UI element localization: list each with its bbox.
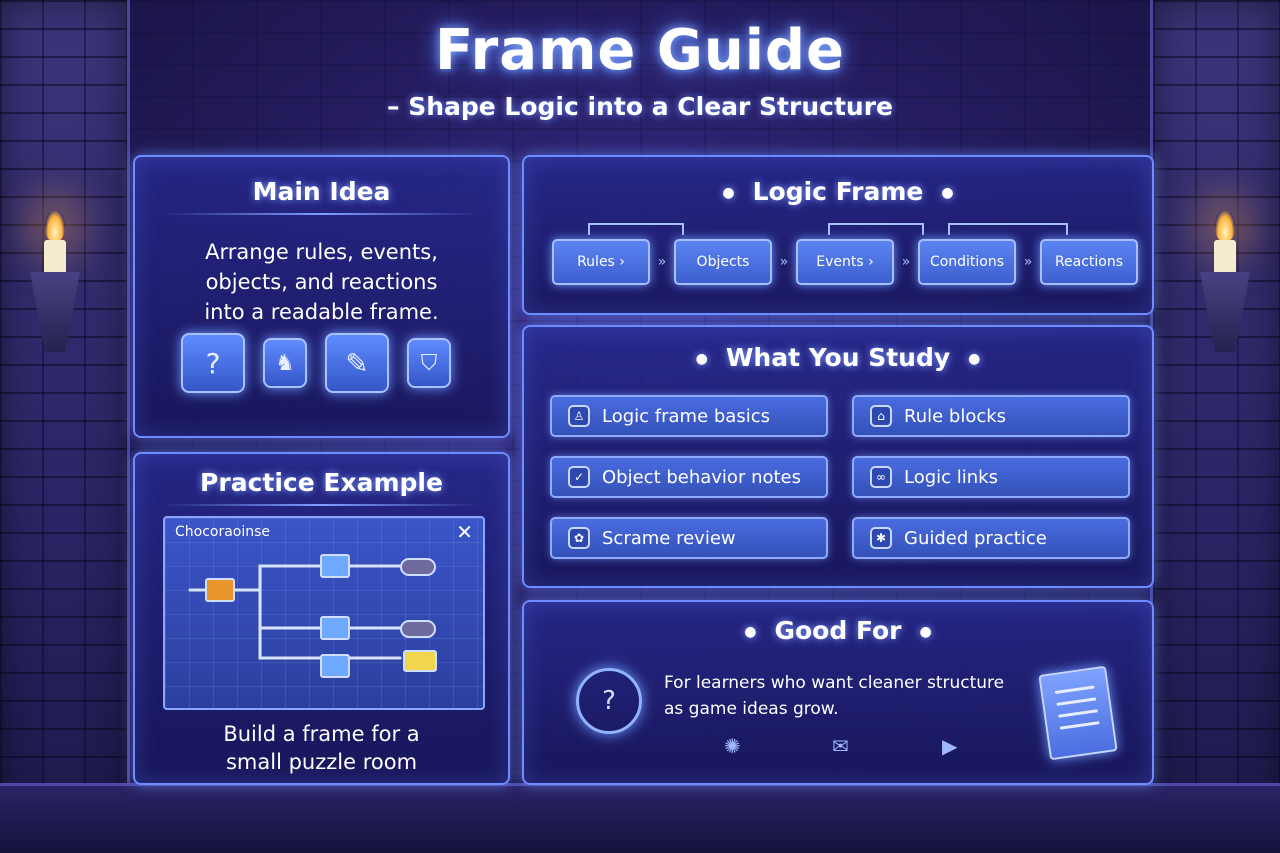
flag-icon: ▶: [942, 734, 958, 758]
gear-icon: ✿: [568, 527, 590, 549]
logic-node[interactable]: [320, 554, 350, 578]
study-item-label: Logic links: [904, 466, 998, 488]
study-item-label: Guided practice: [904, 527, 1047, 549]
main-idea-line: objects, and reactions: [205, 270, 438, 294]
what-you-study-panel: ● What You Study ● ♙ Logic frame basics ⌂ …: [522, 325, 1154, 588]
good-for-title: ● Good For ●: [524, 616, 1152, 645]
practice-title: Practice Example: [200, 468, 443, 497]
study-item-logic-links[interactable]: ∞ Logic links: [852, 456, 1130, 498]
main-idea-line: into a readable frame.: [204, 300, 439, 324]
right-candle-torch-icon: [1200, 210, 1250, 360]
bullet-dot: ●: [744, 624, 757, 640]
bullet-dot: ●: [941, 185, 954, 201]
bug-icon: ✱: [870, 527, 892, 549]
good-for-line: For learners who want cleaner structure: [664, 673, 1005, 693]
output-node[interactable]: [400, 558, 436, 576]
study-title: ● What You Study ●: [524, 343, 1152, 372]
lightbulb-icon: ✺: [724, 734, 741, 758]
logic-node[interactable]: [320, 654, 350, 678]
chip-events[interactable]: Events ›: [796, 239, 894, 285]
knight-icon[interactable]: ♞: [263, 338, 307, 388]
scroll-quill-icon[interactable]: ✎: [325, 333, 389, 393]
logic-chain: Rules › » Objects » Events › » Condition…: [552, 239, 1138, 285]
shield-crest-icon[interactable]: ⛉: [407, 338, 451, 388]
main-idea-icon-row: ? ♞ ✎ ⛉: [181, 333, 451, 393]
chain-link-icon: »: [901, 254, 911, 270]
good-for-text: For learners who want cleaner structure …: [664, 670, 1044, 722]
main-idea-panel: Main Idea Arrange rules, events, objects…: [133, 155, 510, 438]
study-item-label: Object behavior notes: [602, 466, 802, 488]
chain-link-icon: »: [1023, 254, 1033, 270]
node-connections: [188, 564, 402, 660]
study-item-object-behavior-notes[interactable]: ✓ Object behavior notes: [550, 456, 828, 498]
divider: [163, 504, 480, 506]
main-idea-line: Arrange rules, events,: [205, 240, 438, 264]
chain-link-icon: »: [779, 254, 789, 270]
scroll-question-icon[interactable]: ?: [181, 333, 245, 393]
practice-example-panel: Practice Example Chocoraoinse ✕ Build a …: [133, 452, 510, 785]
study-title-text: What You Study: [725, 343, 951, 372]
good-for-title-text: Good For: [774, 616, 902, 645]
bullet-dot: ●: [968, 351, 981, 367]
logic-frame-title-text: Logic Frame: [752, 177, 924, 206]
logic-frame-title: ● Logic Frame ●: [524, 177, 1152, 206]
logic-frame-panel: ● Logic Frame ● Rules › » Objects » Events…: [522, 155, 1154, 315]
start-node[interactable]: [205, 578, 235, 602]
practice-caption-line: small puzzle room: [225, 750, 418, 774]
study-item-label: Scrame review: [602, 527, 736, 549]
bullet-dot: ●: [722, 185, 735, 201]
page-subtitle: – Shape Logic into a Clear Structure: [386, 92, 893, 121]
study-item-logic-frame-basics[interactable]: ♙ Logic frame basics: [550, 395, 828, 437]
study-item-label: Logic frame basics: [602, 405, 770, 427]
editor-window-title: Chocoraoinse: [175, 524, 271, 540]
chip-rules[interactable]: Rules ›: [552, 239, 650, 285]
practice-caption-line: Build a frame for a: [223, 722, 420, 746]
practice-caption: Build a frame for a small puzzle room: [145, 720, 498, 776]
house-icon: ⌂: [870, 405, 892, 427]
study-item-guided-practice[interactable]: ✱ Guided practice: [852, 517, 1130, 559]
main-idea-text: Arrange rules, events, objects, and reac…: [155, 237, 488, 327]
chip-conditions[interactable]: Conditions: [918, 239, 1016, 285]
bullet-dot: ●: [919, 624, 932, 640]
chip-reactions[interactable]: Reactions: [1040, 239, 1138, 285]
good-for-panel: ● Good For ● ? For learners who want clean…: [522, 600, 1154, 785]
divider: [163, 213, 480, 215]
chain-brackets: [588, 223, 1108, 237]
good-for-line: as game ideas grow.: [664, 699, 839, 719]
left-stone-pillar: [0, 0, 130, 853]
goal-node[interactable]: [403, 650, 437, 672]
study-item-rule-blocks[interactable]: ⌂ Rule blocks: [852, 395, 1130, 437]
scroll-document-icon: [1038, 665, 1118, 761]
compass-lightbulb-icon: ?: [576, 668, 642, 734]
bell-icon: ♙: [568, 405, 590, 427]
left-candle-torch-icon: [30, 210, 80, 360]
study-item-label: Rule blocks: [904, 405, 1007, 427]
bullet-dot: ●: [695, 351, 708, 367]
right-stone-pillar: [1150, 0, 1280, 853]
main-idea-title: Main Idea: [252, 177, 391, 206]
check-shield-icon: ✓: [568, 466, 590, 488]
chain-link-icon: »: [657, 254, 667, 270]
puzzle-editor-window[interactable]: Chocoraoinse ✕: [163, 516, 485, 710]
stone-floor: [0, 783, 1280, 853]
study-item-scrame-review[interactable]: ✿ Scrame review: [550, 517, 828, 559]
chip-objects[interactable]: Objects: [674, 239, 772, 285]
output-node[interactable]: [400, 620, 436, 638]
logic-node[interactable]: [320, 616, 350, 640]
envelope-icon: ✉: [832, 734, 849, 758]
close-icon[interactable]: ✕: [456, 520, 473, 544]
page-title: Frame Guide: [435, 18, 845, 83]
link-icon: ∞: [870, 466, 892, 488]
